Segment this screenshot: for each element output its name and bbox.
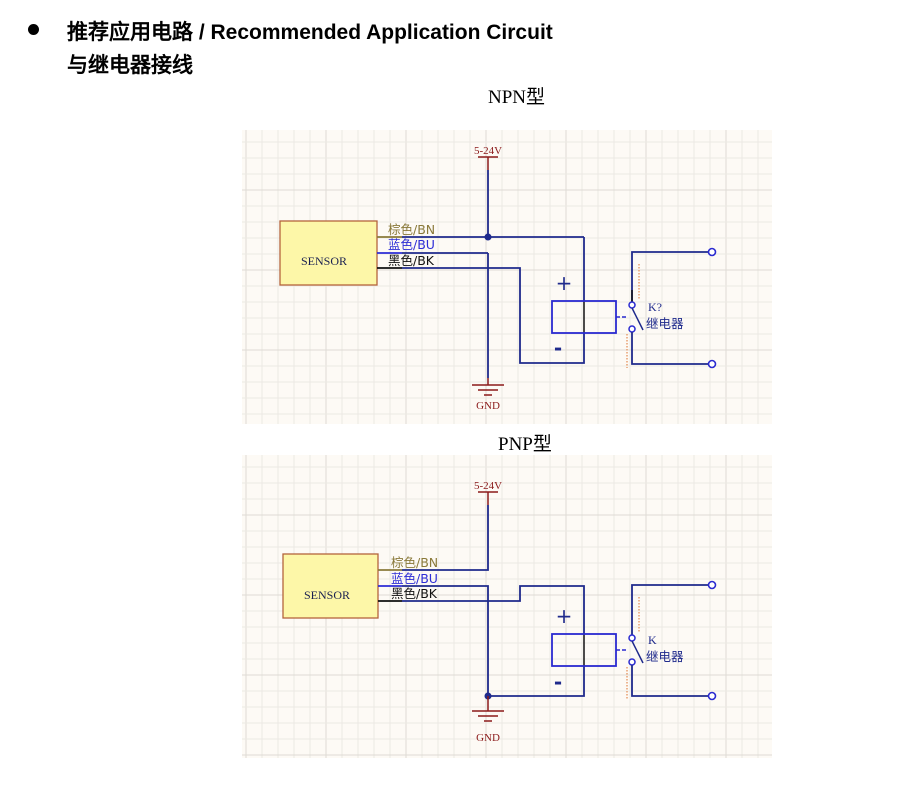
wire-label-brown: 棕色/BN bbox=[388, 222, 435, 237]
relay-contact: K 继电器 bbox=[616, 580, 717, 701]
coil-minus: - bbox=[554, 670, 562, 694]
gnd-label: GND bbox=[476, 400, 500, 412]
black-wire bbox=[402, 267, 585, 364]
section-subtitle: 与继电器接线 bbox=[67, 54, 193, 77]
npn-type-label: NPN型 bbox=[488, 87, 546, 108]
grid-background bbox=[242, 455, 772, 758]
wire-label-black: 黑色/BK bbox=[388, 253, 435, 268]
relay-designator: K? bbox=[648, 300, 662, 314]
pnp-schematic: 5-24V SENSOR 棕色/BN 蓝色/BU 黑色/BK GND + - bbox=[242, 455, 772, 758]
sensor-box bbox=[282, 553, 379, 619]
ground-symbol: GND bbox=[472, 696, 504, 744]
power-symbol: 5-24V bbox=[474, 480, 502, 505]
relay-name: 继电器 bbox=[646, 316, 684, 331]
coil-minus: - bbox=[554, 336, 562, 360]
junction-dot bbox=[484, 233, 492, 241]
wire-label-blue: 蓝色/BU bbox=[388, 237, 435, 252]
power-label: 5-24V bbox=[474, 145, 502, 157]
relay-contact: K? 继电器 bbox=[616, 247, 717, 369]
sensor-label: SENSOR bbox=[301, 254, 347, 268]
wire-label-black: 黑色/BK bbox=[391, 586, 438, 601]
sensor-label: SENSOR bbox=[304, 588, 350, 602]
wire-label-brown: 棕色/BN bbox=[391, 555, 438, 570]
blue-wire bbox=[402, 585, 489, 696]
sensor-box bbox=[279, 220, 378, 286]
brown-wire bbox=[402, 505, 489, 571]
coil-plus: + bbox=[556, 604, 573, 628]
coil-plus: + bbox=[556, 271, 573, 295]
ground-symbol: GND bbox=[472, 378, 504, 412]
gnd-label: GND bbox=[476, 732, 500, 744]
relay-terminal bbox=[707, 580, 717, 590]
power-label: 5-24V bbox=[474, 480, 502, 492]
relay-name: 继电器 bbox=[646, 649, 684, 664]
relay-terminal bbox=[707, 691, 717, 701]
pnp-type-label: PNP型 bbox=[498, 434, 552, 455]
wire-label-blue: 蓝色/BU bbox=[391, 571, 438, 586]
relay-terminal bbox=[707, 359, 717, 369]
relay-designator: K bbox=[648, 633, 657, 647]
relay-terminal bbox=[707, 247, 717, 257]
power-symbol: 5-24V bbox=[474, 145, 502, 170]
bullet-icon bbox=[28, 24, 39, 35]
relay-coil: + - bbox=[551, 604, 617, 694]
section-title: 推荐应用电路 / Recommended Application Circuit bbox=[67, 21, 553, 44]
npn-schematic: 5-24V SENSOR 棕色/BN 蓝色/BU 黑色/BK GND + - bbox=[242, 130, 772, 424]
black-wire bbox=[402, 585, 585, 634]
